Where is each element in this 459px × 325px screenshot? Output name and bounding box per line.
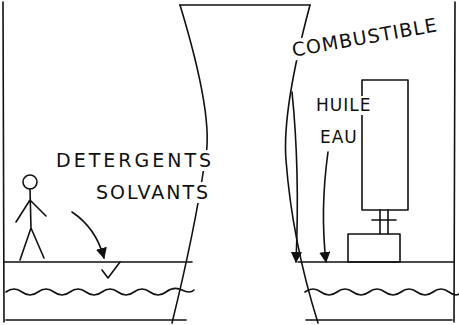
note-label: DETERGENTS — [54, 150, 216, 171]
machine-stand — [372, 210, 396, 234]
note-label: COMBUSTIBLE — [288, 14, 441, 61]
machine-base — [348, 234, 400, 262]
note-label: SOLVANTS — [94, 182, 212, 203]
left-wall — [3, 2, 4, 322]
stick-figure — [16, 189, 46, 260]
sediment-right — [305, 289, 459, 295]
right-wall — [454, 2, 455, 322]
note-label: HUILE — [314, 96, 373, 115]
arrow-right-1 — [292, 92, 297, 262]
sediment-left — [6, 288, 194, 295]
ground-line-left — [4, 261, 192, 263]
basin-bottom-left — [6, 319, 186, 321]
tower-top — [180, 4, 310, 6]
check-mark — [102, 262, 120, 278]
arrow-left — [72, 212, 104, 258]
basin-bottom-right — [306, 319, 452, 321]
figure-head — [23, 175, 37, 189]
note-label: EAU — [318, 128, 360, 147]
arrow-right-2 — [323, 152, 328, 262]
